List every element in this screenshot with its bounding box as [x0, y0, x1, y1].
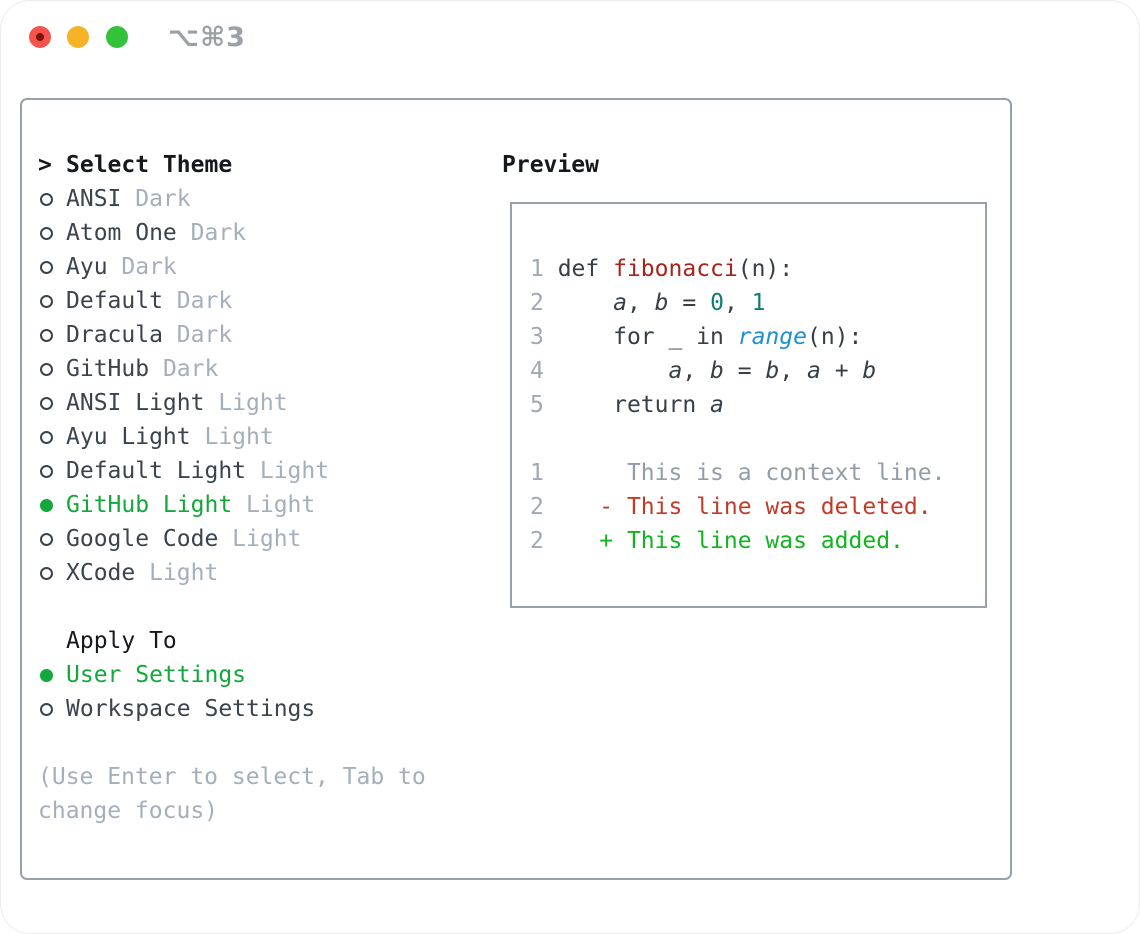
theme-option-google-code[interactable]: Google Code Light	[38, 522, 426, 556]
radio-icon	[40, 464, 53, 478]
theme-variant-tag: Dark	[162, 356, 219, 382]
preview-box: 1 def fibonacci(n): 2 a, b = 0, 1 3 for _ …	[510, 202, 987, 608]
diff-lines: 1 This is a context line.2 - This line w…	[530, 456, 945, 558]
apply-to-header: Apply To	[38, 624, 426, 658]
zoom-button-icon[interactable]	[106, 26, 128, 48]
theme-option-atom-one[interactable]: Atom One Dark	[38, 216, 426, 250]
theme-option-github[interactable]: GitHub Dark	[38, 352, 426, 386]
theme-name: XCode	[66, 560, 136, 586]
apply-option-user-settings[interactable]: User Settings	[38, 658, 426, 692]
radio-icon	[40, 430, 53, 444]
code-line: 3 for _ in range(n):	[530, 324, 863, 350]
line-number: 2	[530, 494, 544, 520]
window-shortcut-label: ⌥⌘3	[168, 22, 246, 53]
select-theme-title: Select Theme	[66, 152, 233, 178]
radio-selected-icon	[40, 668, 53, 682]
radio-icon	[40, 328, 53, 342]
theme-variant-tag: Light	[204, 424, 274, 450]
theme-variant-tag: Light	[246, 492, 316, 518]
apply-option-label: Workspace Settings	[66, 696, 316, 722]
theme-variant-tag: Dark	[176, 288, 233, 314]
theme-variant-tag: Dark	[135, 186, 191, 212]
radio-icon	[40, 260, 53, 274]
theme-option-github-light[interactable]: GitHub Light Light	[38, 488, 426, 522]
theme-variant-tag: Light	[149, 560, 219, 586]
preview-title: Preview	[502, 152, 599, 178]
theme-name: Google Code	[66, 526, 219, 552]
radio-icon	[40, 396, 53, 410]
line-number: 1	[530, 460, 544, 486]
theme-name: GitHub Light	[66, 492, 233, 518]
line-number: 5	[530, 392, 544, 418]
diff-text: This is a context line.	[543, 460, 946, 486]
theme-option-xcode[interactable]: XCode Light	[38, 556, 426, 590]
spacer	[530, 422, 945, 456]
apply-option-workspace-settings[interactable]: Workspace Settings	[38, 692, 426, 726]
code-line: 2 a, b = 0, 1	[530, 290, 766, 316]
theme-variant-tag: Light	[259, 458, 330, 484]
radio-icon	[40, 226, 53, 240]
diff-line-add: 2 + This line was added.	[530, 524, 945, 558]
theme-name: ANSI Light	[66, 390, 205, 416]
code-line: 1 def fibonacci(n):	[530, 256, 794, 282]
theme-option-ansi-light[interactable]: ANSI Light Light	[38, 386, 426, 420]
theme-variant-tag: Dark	[190, 220, 247, 246]
diff-line-context: 1 This is a context line.	[530, 456, 945, 490]
radio-icon	[40, 192, 53, 206]
line-number: 4	[530, 358, 544, 384]
theme-name: ANSI	[66, 186, 122, 212]
theme-name: Ayu	[66, 254, 108, 280]
minimize-button-icon[interactable]	[67, 26, 89, 48]
code-line: 5 return a	[530, 392, 724, 418]
theme-option-ansi[interactable]: ANSI Dark	[38, 182, 426, 216]
theme-name: GitHub	[66, 356, 150, 382]
theme-option-default-light[interactable]: Default Light Light	[38, 454, 426, 488]
theme-name: Atom One	[66, 220, 177, 246]
theme-option-ayu-light[interactable]: Ayu Light Light	[38, 420, 426, 454]
radio-selected-icon	[40, 498, 53, 512]
radio-icon	[40, 362, 53, 376]
theme-name: Default	[66, 288, 163, 314]
code-lines: 1 def fibonacci(n): 2 a, b = 0, 1 3 for _ …	[530, 252, 945, 422]
focus-caret-icon: >	[38, 152, 52, 178]
hint-line-2: change focus)	[38, 798, 219, 824]
radio-icon	[40, 702, 53, 716]
theme-name: Ayu Light	[66, 424, 191, 450]
code-preview: 1 def fibonacci(n): 2 a, b = 0, 1 3 for _ …	[530, 252, 945, 558]
radio-icon	[40, 566, 53, 580]
theme-option-dracula[interactable]: Dracula Dark	[38, 318, 426, 352]
theme-name: Dracula	[66, 322, 163, 348]
radio-icon	[40, 294, 53, 308]
select-theme-header: > Select Theme	[38, 148, 426, 182]
theme-option-default[interactable]: Default Dark	[38, 284, 426, 318]
line-number: 1	[530, 256, 544, 282]
theme-variant-tag: Dark	[121, 254, 177, 280]
theme-name: Default Light	[66, 458, 247, 484]
theme-variant-tag: Light	[232, 526, 302, 552]
apply-option-label: User Settings	[66, 662, 247, 688]
line-number: 3	[530, 324, 544, 350]
line-number: 2	[530, 290, 544, 316]
diff-line-del: 2 - This line was deleted.	[530, 490, 945, 524]
theme-option-ayu[interactable]: Ayu Dark	[38, 250, 426, 284]
theme-variant-tag: Dark	[176, 322, 233, 348]
close-button-icon[interactable]	[29, 26, 51, 48]
titlebar: ⌥⌘3	[0, 0, 1140, 74]
diff-text: - This line was deleted.	[543, 494, 932, 520]
apply-to-title: Apply To	[66, 628, 177, 654]
code-line: 4 a, b = b, a + b	[530, 358, 877, 384]
line-number: 2	[530, 528, 544, 554]
hint-line-1: (Use Enter to select, Tab to	[38, 764, 426, 790]
diff-text: + This line was added.	[543, 528, 904, 554]
theme-variant-tag: Light	[218, 390, 288, 416]
spacer	[38, 590, 426, 624]
radio-icon	[40, 532, 53, 546]
spacer	[38, 726, 426, 760]
